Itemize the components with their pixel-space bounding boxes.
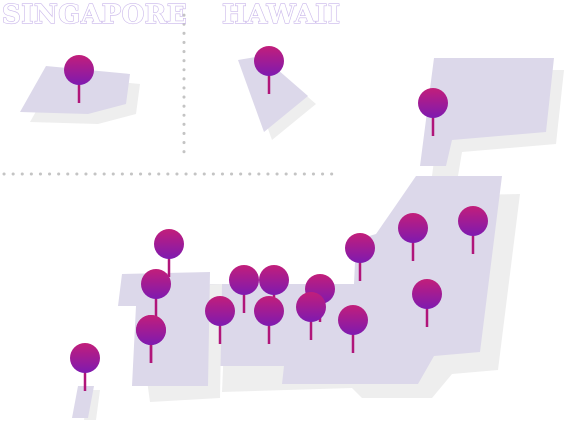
map-pin-singapore[interactable] (64, 55, 94, 103)
hawaii-inset-label: HAWAII (221, 0, 341, 31)
map-pin-head (259, 265, 289, 295)
map-pin-kansai-south-1[interactable] (205, 296, 235, 344)
map-pin-tohoku-east[interactable] (458, 206, 488, 254)
map-pin-head (154, 229, 184, 259)
hawaii-landmass (238, 56, 316, 140)
map-pin-kyushu-south[interactable] (136, 315, 166, 363)
map-pin-head (141, 269, 171, 299)
map-pin-kansai-north-1[interactable] (229, 265, 259, 313)
map-pin-tokai[interactable] (338, 305, 368, 353)
map-pin-head (345, 233, 375, 263)
map-pin-kyushu-north[interactable] (141, 269, 171, 317)
kyushu-landmass (118, 272, 222, 402)
map-pin-head (296, 292, 326, 322)
map-pin-head (412, 279, 442, 309)
map-pin-niigata[interactable] (345, 233, 375, 281)
map-pin-okinawa[interactable] (70, 343, 100, 391)
map-pin-head (64, 55, 94, 85)
map-pin-chugoku[interactable] (154, 229, 184, 277)
map-pin-head (338, 305, 368, 335)
singapore-inset-label: SINGAPORE (1, 0, 188, 31)
map-pin-head (254, 296, 284, 326)
pins-layer (64, 46, 488, 391)
hokkaido-landmass (420, 58, 564, 176)
map-pin-chubu-south[interactable] (296, 292, 326, 340)
map-pin-head (70, 343, 100, 373)
map-pin-head (229, 265, 259, 295)
map-pin-kanto[interactable] (412, 279, 442, 327)
map-pin-head (205, 296, 235, 326)
map-pin-head (458, 206, 488, 236)
map-pin-head (254, 46, 284, 76)
singapore-landmass (20, 66, 140, 124)
honshu-landmass (208, 176, 520, 398)
map-pin-hawaii[interactable] (254, 46, 284, 94)
map-pin-kansai-south-2[interactable] (254, 296, 284, 344)
map-pin-head (418, 88, 448, 118)
map-pin-tohoku-north[interactable] (398, 213, 428, 261)
map-pin-hokkaido[interactable] (418, 88, 448, 136)
map-pin-head (136, 315, 166, 345)
map-pin-head (398, 213, 428, 243)
okinawa-landmass (72, 386, 100, 420)
